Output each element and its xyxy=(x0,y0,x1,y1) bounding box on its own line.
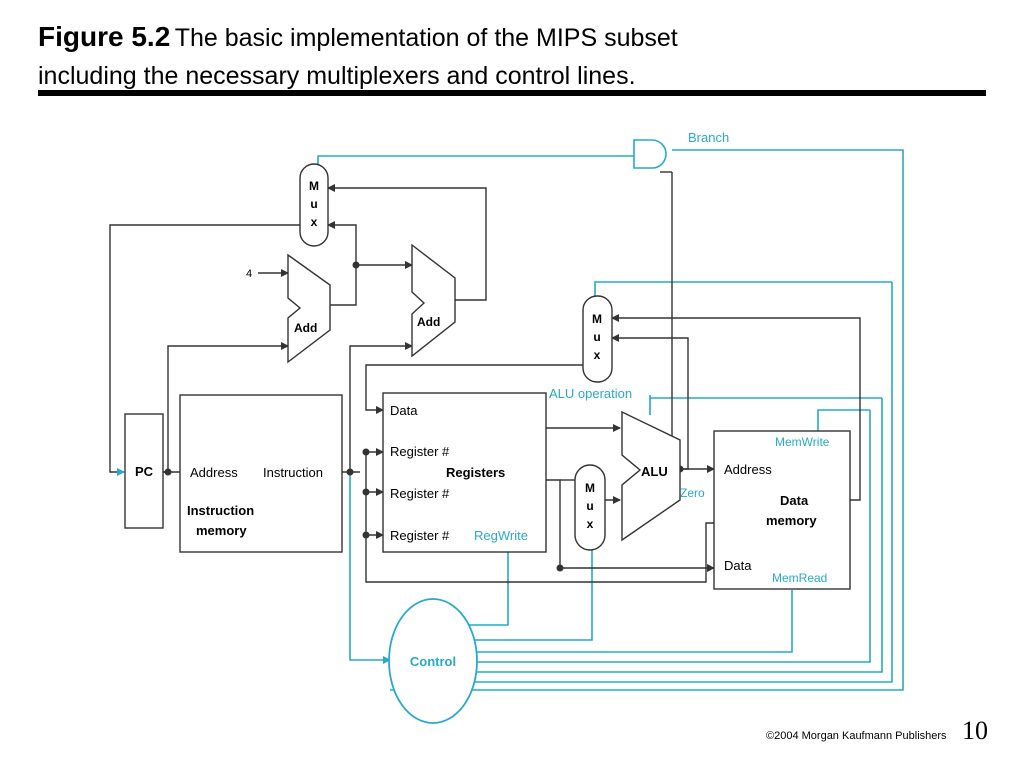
branch-and-gate xyxy=(633,139,667,169)
caption-line1: The basic implementation of the MIPS sub… xyxy=(174,24,678,52)
wb-mux-letter: M xyxy=(592,312,602,326)
junction-dots xyxy=(164,261,684,572)
constant-four: 4 xyxy=(246,268,252,280)
im-instruction-label: Instruction xyxy=(263,465,323,480)
im-name-line2: memory xyxy=(196,523,247,538)
adder-branch-label: Add xyxy=(417,315,440,329)
title-rule xyxy=(38,90,986,96)
data-memory xyxy=(713,430,851,590)
alu-zero-label: Zero xyxy=(680,486,705,500)
pc-label: PC xyxy=(135,464,154,479)
alu-operation-label: ALU operation xyxy=(549,386,632,401)
caption-line2: including the necessary multiplexers and… xyxy=(38,62,636,90)
page-number: 10 xyxy=(962,716,988,745)
control-label: Control xyxy=(410,654,456,669)
control-wires xyxy=(317,149,904,691)
reg-register3-label: Register # xyxy=(390,528,450,543)
memwrite-label: MemWrite xyxy=(775,435,830,449)
regwrite-label: RegWrite xyxy=(474,528,528,543)
pc-mux-letter: M xyxy=(309,179,319,193)
registers-name: Registers xyxy=(446,465,505,480)
im-address-label: Address xyxy=(190,465,238,480)
writeback-mux xyxy=(582,295,613,383)
pc-mux-letter: x xyxy=(311,215,318,229)
alu-source-mux xyxy=(574,464,606,551)
control-unit xyxy=(388,598,478,724)
adder-branch xyxy=(411,243,456,358)
alu xyxy=(621,410,681,542)
adder-pc4-label: Add xyxy=(294,321,317,335)
branch-label: Branch xyxy=(688,130,729,145)
register-file xyxy=(382,392,547,553)
dm-name-line1: Data xyxy=(780,493,809,508)
im-name-line1: Instruction xyxy=(187,503,254,518)
wb-mux-letter: u xyxy=(593,330,600,344)
alusrc-mux-letter: x xyxy=(587,517,594,531)
wb-mux-letter: x xyxy=(594,348,601,362)
dm-data-label: Data xyxy=(724,558,752,573)
reg-register2-label: Register # xyxy=(390,486,450,501)
dm-address-label: Address xyxy=(724,462,772,477)
instruction-memory xyxy=(179,394,343,553)
dm-name-line2: memory xyxy=(766,513,817,528)
copyright: ©2004 Morgan Kaufmann Publishers xyxy=(766,730,947,742)
alu-label: ALU xyxy=(641,464,668,479)
pc-source-mux xyxy=(299,163,329,247)
alusrc-mux-letter: M xyxy=(585,481,595,495)
adder-pc4 xyxy=(287,253,331,364)
pc-mux-letter: u xyxy=(310,197,317,211)
reg-data-label: Data xyxy=(390,403,418,418)
alusrc-mux-letter: u xyxy=(586,499,593,513)
figure-label: Figure 5.2 xyxy=(38,21,171,52)
slide-title: Figure 5.2 The basic implementation of t… xyxy=(38,20,978,97)
pc-register xyxy=(124,413,164,529)
reg-register1-label: Register # xyxy=(390,444,450,459)
memread-label: MemRead xyxy=(772,571,827,585)
